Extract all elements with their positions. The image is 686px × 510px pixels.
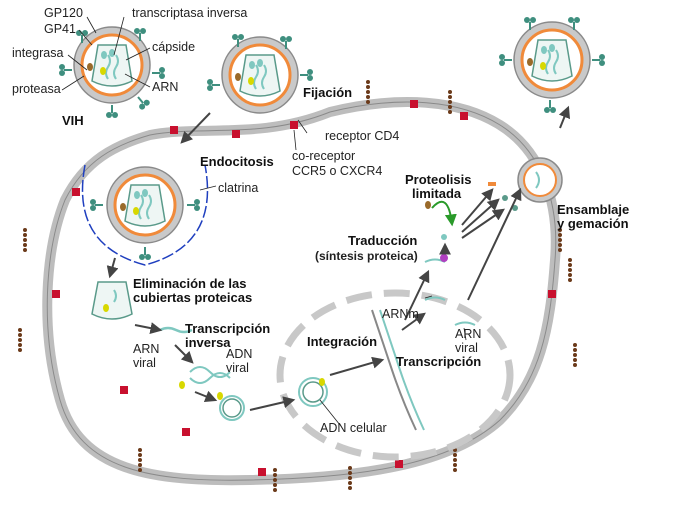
label-proteolisis-1: Proteolisis xyxy=(405,172,471,187)
label-transcripcion-inversa-2: inversa xyxy=(185,335,231,350)
label-coreceptor-2: CCR5 o CXCR4 xyxy=(292,164,382,178)
cellular-dna xyxy=(371,309,425,431)
label-eliminacion-1: Eliminación de las xyxy=(133,276,246,291)
label-integrasa: integrasa xyxy=(12,46,63,60)
label-capside: cápside xyxy=(152,40,195,54)
label-ensamblaje-1: Ensamblaje xyxy=(557,202,629,217)
label-gp41: GP41 xyxy=(44,22,76,36)
label-adn-viral-2: viral xyxy=(226,361,249,375)
label-ensamblaje-2: y gemación xyxy=(557,216,629,231)
label-arn-viral-1: ARN xyxy=(133,342,159,356)
cd4-receptors xyxy=(52,100,556,476)
ribosome-products xyxy=(424,182,518,326)
binding-virion xyxy=(206,33,314,115)
label-arn-viral-b2: viral xyxy=(455,341,478,355)
uncoated-capsid xyxy=(91,281,133,320)
endocytosis-virion xyxy=(81,164,209,266)
nucleus xyxy=(276,289,514,461)
label-transcripcion-inversa-1: Transcripción xyxy=(185,321,270,336)
integration-circle xyxy=(298,377,328,407)
label-transcripcion: Transcripción xyxy=(396,354,481,369)
label-gp120: GP120 xyxy=(44,6,83,20)
label-coreceptor-1: co-receptor xyxy=(292,149,355,163)
label-arn-viral-2: viral xyxy=(133,356,156,370)
label-adn-viral-1: ADN xyxy=(226,347,252,361)
label-integracion: Integración xyxy=(307,334,377,349)
label-endocitosis: Endocitosis xyxy=(200,154,274,169)
budding-virion xyxy=(517,157,563,203)
label-arn-viral-b1: ARN xyxy=(455,327,481,341)
label-transcriptasa: transcriptasa inversa xyxy=(132,6,247,20)
label-clatrina: clatrina xyxy=(218,181,258,195)
label-vih: VIH xyxy=(62,113,84,128)
label-traduccion-2: (síntesis proteica) xyxy=(315,249,418,263)
label-fijacion: Fijación xyxy=(303,85,352,100)
label-arn: ARN xyxy=(152,80,178,94)
label-eliminacion-2: cubiertas proteicas xyxy=(133,290,252,305)
process-arrows xyxy=(106,105,571,411)
label-receptor-cd4: receptor CD4 xyxy=(325,129,399,143)
label-adn-celular: ADN celular xyxy=(320,421,387,435)
hiv-virion xyxy=(58,25,166,119)
reverse-transcription xyxy=(159,326,231,389)
label-proteolisis-2: limitada xyxy=(412,186,462,201)
label-traduccion-1: Traducción xyxy=(348,233,417,248)
label-proteasa: proteasa xyxy=(12,82,61,96)
released-virion xyxy=(498,16,606,114)
viral-dna-circle xyxy=(217,392,245,421)
label-arnm: ARNm xyxy=(382,307,419,321)
